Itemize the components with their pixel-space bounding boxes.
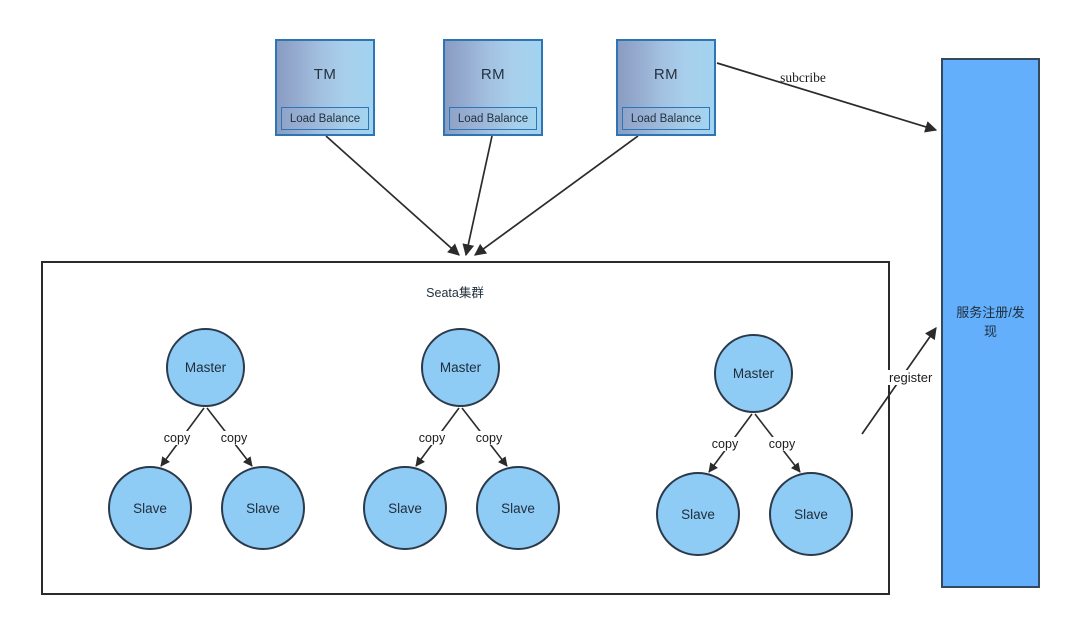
node-label: Master [439, 360, 482, 375]
edge-rm2-to-cluster [474, 135, 639, 256]
client-box-rm2[interactable]: RM Load Balance [616, 39, 716, 136]
edge-subscribe [716, 62, 938, 133]
seata-cluster-container [41, 261, 890, 595]
edge-label-copy-g3-right: copy [767, 437, 797, 451]
client-box-tm[interactable]: TM Load Balance [275, 39, 375, 136]
node-label: Slave [794, 506, 828, 522]
node-slave-g3-1[interactable]: Slave [656, 472, 740, 556]
edge-rm1-to-cluster [462, 135, 493, 257]
service-registry-box[interactable]: 服务注册/发现 [941, 58, 1040, 588]
node-slave-g1-2[interactable]: Slave [221, 466, 305, 550]
node-label: Slave [501, 500, 535, 516]
edge-label-register: register [888, 370, 934, 385]
node-slave-g2-2[interactable]: Slave [476, 466, 560, 550]
node-label: Slave [681, 506, 715, 522]
load-balance-rm2: Load Balance [622, 107, 710, 130]
edge-label-copy-g2-right: copy [474, 431, 504, 445]
load-balance-tm: Load Balance [281, 107, 369, 130]
edge-label-copy-g3-left: copy [710, 437, 740, 451]
load-balance-rm1: Load Balance [449, 107, 537, 130]
node-slave-g3-2[interactable]: Slave [769, 472, 853, 556]
client-box-rm1[interactable]: RM Load Balance [443, 39, 543, 136]
client-label-rm1: RM [480, 65, 506, 83]
edge-label-copy-g2-left: copy [417, 431, 447, 445]
edge-tm-to-cluster [325, 135, 460, 256]
edge-label-copy-g1-right: copy [219, 431, 249, 445]
node-master-g3[interactable]: Master [714, 334, 793, 413]
client-label-tm: TM [313, 65, 337, 83]
node-label: Slave [133, 500, 167, 516]
node-slave-g1-1[interactable]: Slave [108, 466, 192, 550]
edge-label-subscribe: subcribe [780, 70, 826, 85]
node-slave-g2-1[interactable]: Slave [363, 466, 447, 550]
node-label: Master [184, 360, 227, 375]
service-registry-label: 服务注册/发现 [956, 305, 1025, 339]
node-master-g1[interactable]: Master [166, 328, 245, 407]
node-label: Slave [246, 500, 280, 516]
node-label: Master [732, 366, 775, 381]
edge-label-copy-g1-left: copy [162, 431, 192, 445]
node-label: Slave [388, 500, 422, 516]
client-label-rm2: RM [653, 65, 679, 83]
node-master-g2[interactable]: Master [421, 328, 500, 407]
seata-cluster-title: Seata集群 [426, 286, 484, 300]
